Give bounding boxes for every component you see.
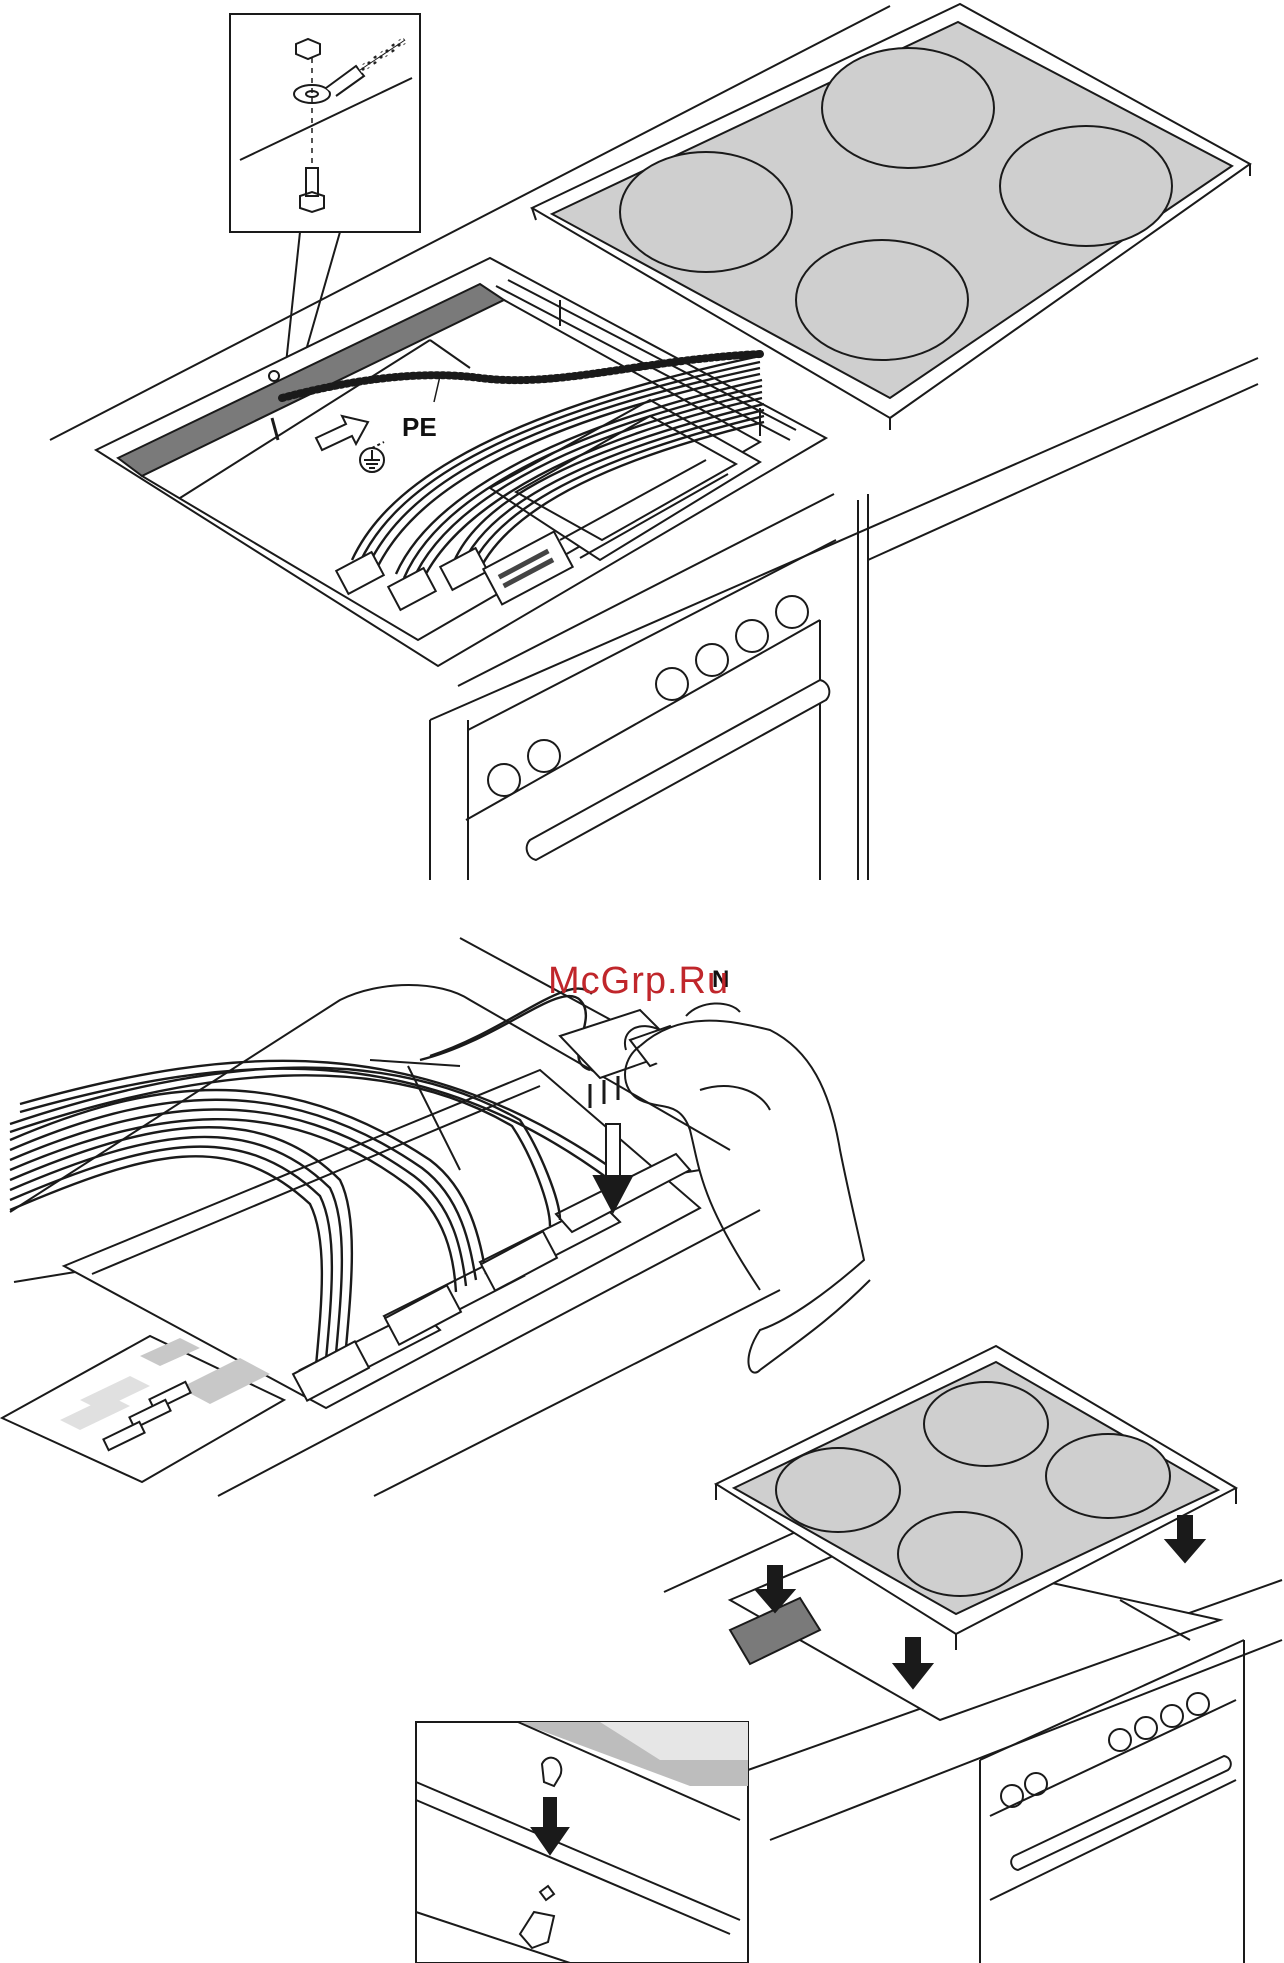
oven-knob <box>1001 1785 1023 1807</box>
burner-bottom-right <box>1046 1434 1170 1518</box>
burner-bottom-front <box>898 1512 1022 1596</box>
oven-cabinet-top <box>458 384 1258 880</box>
cap-icon <box>542 1758 561 1786</box>
earth-ground-symbol-icon <box>360 448 384 472</box>
n-label: N <box>712 966 730 993</box>
oven-knob <box>1135 1717 1157 1739</box>
oven-knob <box>776 596 808 628</box>
clip-detail-inset <box>416 1722 748 1963</box>
burner-top-right <box>1000 126 1172 246</box>
burner-top-front <box>796 240 968 360</box>
down-arrow-icon <box>756 1516 1204 1688</box>
hob-top <box>532 4 1250 430</box>
worktop-cutout-bottom <box>730 1542 1220 1720</box>
oven-knob <box>696 644 728 676</box>
bottom-scene <box>416 1346 1282 1963</box>
burner-top-left <box>620 152 792 272</box>
oven-knob <box>736 620 768 652</box>
oven-knob <box>1109 1729 1131 1751</box>
rating-label-plate <box>2 1336 284 1482</box>
bolt-icon <box>300 168 324 212</box>
oven-door-handle <box>527 680 830 860</box>
down-arrow-icon <box>594 1124 632 1212</box>
pe-label: PE <box>402 412 437 442</box>
oven-door-handle <box>1011 1756 1231 1870</box>
watermark: McGrp.Ru <box>548 960 730 1002</box>
terminal-blocks-middle <box>293 1231 557 1400</box>
oven-knob <box>1161 1705 1183 1727</box>
hand-icon <box>625 1003 870 1372</box>
wire-bundle-top <box>352 356 764 586</box>
burner-bottom-rear <box>924 1382 1048 1466</box>
terminal-blocks-top <box>336 532 572 610</box>
hob-bottom <box>716 1346 1236 1650</box>
down-arrow-icon <box>532 1798 568 1854</box>
clip-icon <box>520 1912 554 1948</box>
oven-knob <box>656 668 688 700</box>
oven-knob <box>528 740 560 772</box>
oven-knob <box>1025 1773 1047 1795</box>
insert-arrow-icon <box>316 416 384 450</box>
middle-scene <box>2 938 870 1496</box>
oven-knob <box>488 764 520 796</box>
top-scene <box>50 4 1258 880</box>
oven-knob <box>1187 1693 1209 1715</box>
bolt-detail-inset <box>230 14 420 420</box>
burner-top-rear <box>822 48 994 168</box>
burner-bottom-left <box>776 1448 900 1532</box>
nut-icon <box>296 39 320 59</box>
oven-cabinet-bottom <box>980 1640 1244 1963</box>
wire-bundle-middle <box>10 988 620 1388</box>
